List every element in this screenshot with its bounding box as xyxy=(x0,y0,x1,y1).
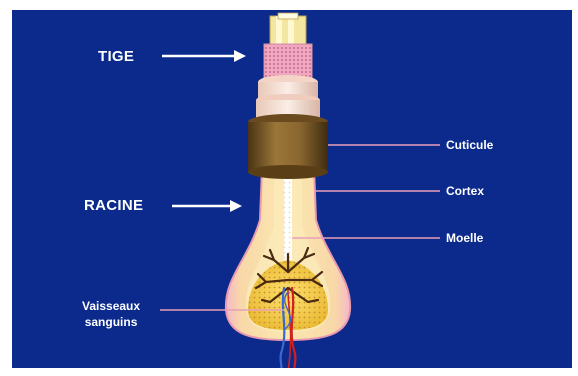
racine-label: RACINE xyxy=(84,197,143,214)
cuticle-band xyxy=(248,114,328,179)
tige-arrow xyxy=(162,50,246,62)
diagram-panel: TIGE RACINE Cuticule Cortex Moelle Vaiss… xyxy=(12,10,572,368)
vaisseaux-label-line1: Vaisseaux xyxy=(82,298,140,314)
cortex-label: Cortex xyxy=(446,184,484,198)
vaisseaux-label-line2: sanguins xyxy=(82,314,140,330)
tige-label: TIGE xyxy=(98,48,134,65)
cuticule-label: Cuticule xyxy=(446,138,493,152)
moelle-label: Moelle xyxy=(446,231,483,245)
racine-arrow xyxy=(172,200,242,212)
vaisseaux-sanguins-label: Vaisseaux sanguins xyxy=(82,298,140,330)
hair-shaft xyxy=(264,13,312,78)
